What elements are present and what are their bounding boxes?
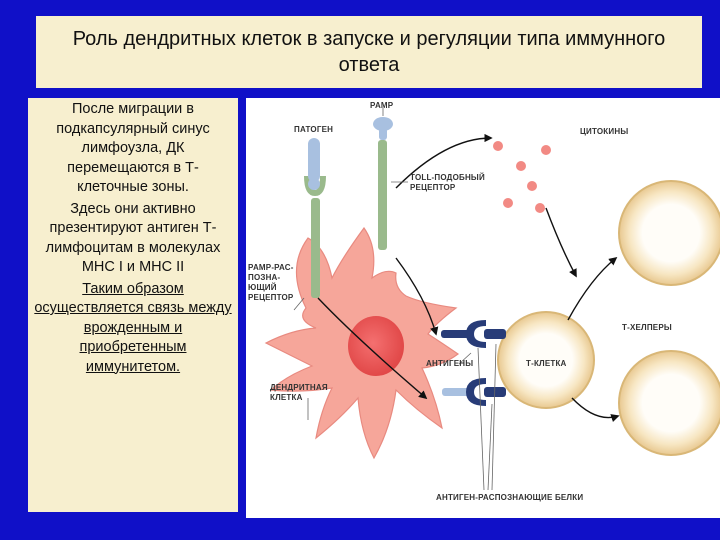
- label-prr-2: ПОЗНА-: [248, 273, 281, 282]
- pathogen-head: [308, 178, 320, 190]
- arrow-tcell-to-thelper-bottom: [571, 397, 620, 423]
- arrow-pathogen-to-antigen: [317, 297, 428, 400]
- tcr-cup-bottom: [466, 378, 486, 406]
- immune-diagram: PAMP ПАТОГЕН ЦИТОКИНЫ TOLL-ПОДОБНЫЙ РЕЦЕ…: [248, 101, 720, 502]
- t-cell: [497, 311, 595, 409]
- label-pamp: PAMP: [370, 101, 394, 110]
- label-prr-4: РЕЦЕПТОР: [248, 293, 294, 302]
- label-pathogen: ПАТОГЕН: [294, 125, 333, 134]
- toll-receptor-center-stem: [378, 140, 387, 250]
- nucleus: [348, 316, 404, 376]
- cytokine-dot: [493, 141, 503, 151]
- label-cytokines: ЦИТОКИНЫ: [580, 127, 628, 136]
- pamp-shape: [373, 117, 393, 131]
- text-panel: После миграции в подкапсулярный синус ли…: [28, 98, 238, 512]
- pointer-recog-2: [487, 403, 493, 491]
- mhc-stem-bottom: [442, 388, 470, 396]
- pathogen-shape: [308, 138, 320, 182]
- tcr-cup-top: [466, 320, 486, 348]
- arrow-receptor-to-cytokines: [395, 133, 493, 189]
- arrow-cytokines-to-thelper: [545, 207, 577, 278]
- slide-title-box: Роль дендритных клеток в запуске и регул…: [36, 16, 702, 88]
- pointer-prr: [293, 297, 305, 311]
- label-thelpers: Т-ХЕЛПЕРЫ: [622, 323, 672, 332]
- label-toll-1: TOLL-ПОДОБНЫЙ: [410, 173, 485, 182]
- label-prr-3: ЮЩИЙ: [248, 283, 277, 292]
- cytokine-dot: [516, 161, 526, 171]
- cytokine-dot: [541, 145, 551, 155]
- label-dc-2: КЛЕТКА: [270, 393, 303, 402]
- cytokine-dot: [527, 181, 537, 191]
- label-dc-1: ДЕНДРИТНАЯ: [270, 383, 328, 392]
- label-toll-2: РЕЦЕПТОР: [410, 183, 456, 192]
- cytokine-dot: [535, 203, 545, 213]
- slide-title: Роль дендритных клеток в запуске и регул…: [72, 28, 666, 76]
- pointer-recog-3: [491, 343, 497, 491]
- tcr-stem-top: [484, 329, 506, 339]
- pamp-connector: [379, 128, 387, 140]
- t-helper-cell-bottom: [618, 350, 720, 456]
- label-prr-1: PAMP-РАС-: [248, 263, 294, 272]
- arrow-receptor-to-mhc: [395, 257, 439, 336]
- diagram-panel: PAMP ПАТОГЕН ЦИТОКИНЫ TOLL-ПОДОБНЫЙ РЕЦЕ…: [246, 98, 720, 518]
- paragraph-migration: После миграции в подкапсулярный синус ли…: [56, 101, 210, 195]
- paragraph-presentation: Здесь они активно презентируют антиген Т…: [45, 200, 221, 276]
- mhc-stem-top: [441, 330, 471, 338]
- cytokine-dot: [503, 198, 513, 208]
- t-helper-cell-top: [618, 180, 720, 286]
- paragraph-conclusion: Таким образом осуществляется связь между…: [34, 280, 232, 375]
- label-recognition-proteins: АНТИГЕН-РАСПОЗНАЮЩИЕ БЕЛКИ: [436, 493, 583, 502]
- pointer-antigens: [458, 352, 472, 365]
- pointer-recog-1: [477, 347, 485, 491]
- arrow-tcell-to-thelper-top: [567, 256, 618, 321]
- label-antigens: АНТИГЕНЫ: [426, 359, 473, 368]
- toll-receptor-left-stem: [311, 198, 320, 298]
- label-tcell: Т-КЛЕТКА: [526, 359, 567, 368]
